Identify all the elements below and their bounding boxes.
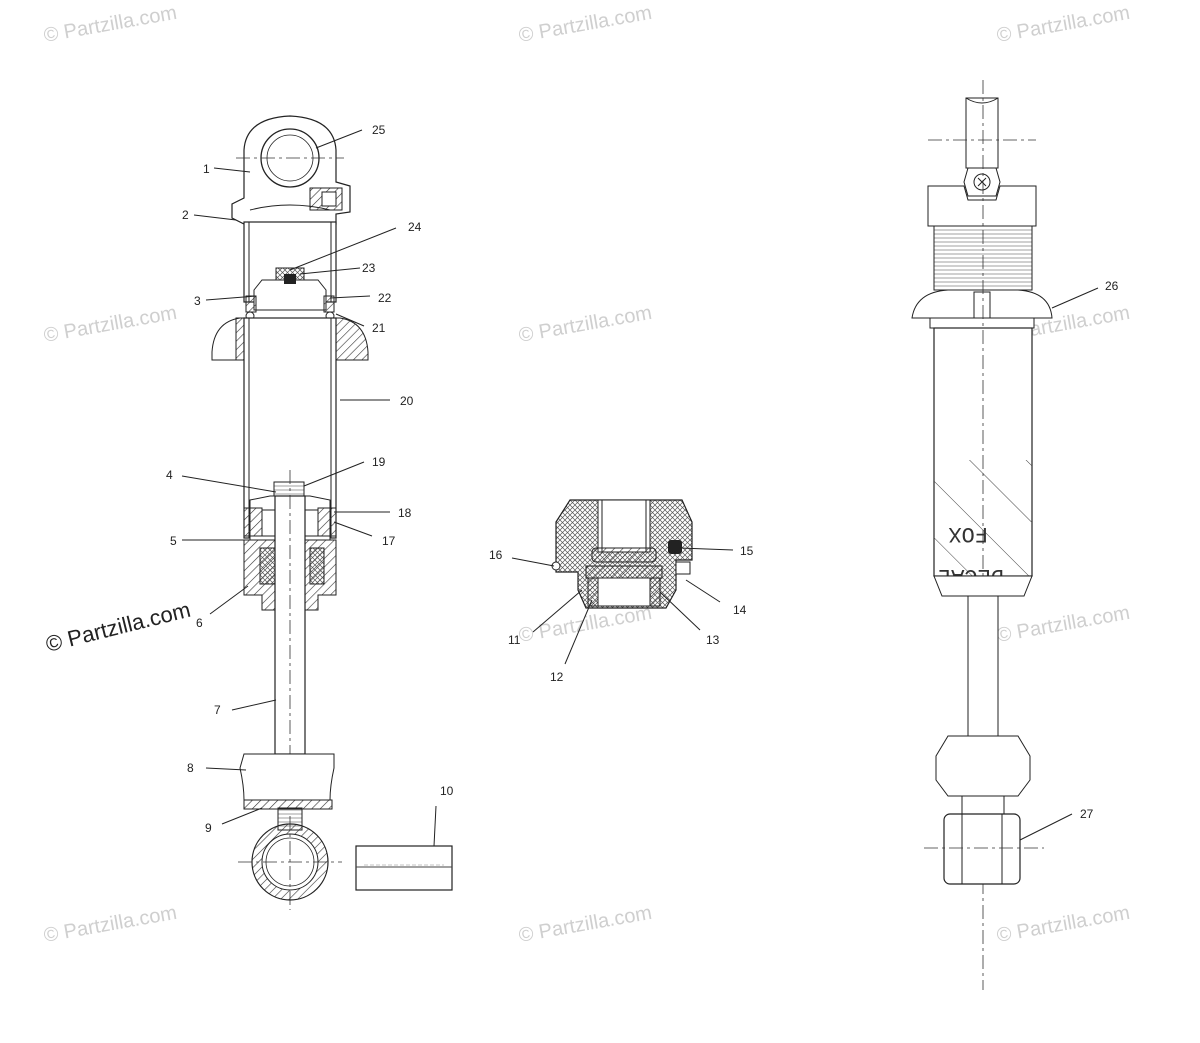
leader-lines — [181, 129, 1099, 847]
left-shock-cross-section — [211, 115, 369, 910]
watermark-text: © Partzilla.com — [995, 2, 1132, 47]
watermark-text: © Partzilla.com — [42, 302, 179, 347]
callout-21: 21 — [372, 321, 386, 335]
callout-26: 26 — [1105, 279, 1119, 293]
callout-27: 27 — [1080, 807, 1094, 821]
watermark-text: © Partzilla.com — [42, 2, 179, 47]
bottom-cap — [239, 753, 335, 801]
watermark-text: © Partzilla.com — [995, 602, 1132, 647]
callout-10: 10 — [440, 784, 454, 798]
callout-15: 15 — [740, 544, 754, 558]
callout-7: 7 — [214, 703, 221, 717]
watermark-text: © Partzilla.com — [42, 902, 179, 947]
callout-6: 6 — [196, 616, 203, 630]
watermark-text: © Partzilla.com — [517, 602, 654, 647]
callout-labels: 1 2 3 4 5 6 7 8 9 10 11 12 13 14 15 16 1… — [166, 123, 1119, 835]
callout-16: 16 — [489, 548, 503, 562]
watermark-text: © Partzilla.com — [517, 2, 654, 47]
watermark-text: © Partzilla.com — [517, 302, 654, 347]
callout-12: 12 — [550, 670, 564, 684]
callout-5: 5 — [170, 534, 177, 548]
callout-18: 18 — [398, 506, 412, 520]
decal-text-line2: FOX — [948, 521, 988, 546]
callout-13: 13 — [706, 633, 720, 647]
center-seal-head-detail — [551, 499, 693, 609]
bottom-eye-exterior — [943, 813, 1021, 885]
bushing-sleeve — [355, 845, 453, 891]
decal-area — [934, 460, 1032, 576]
callout-11: 11 — [508, 633, 521, 647]
callout-9: 9 — [205, 821, 212, 835]
callout-4: 4 — [166, 468, 173, 482]
callout-20: 20 — [400, 394, 414, 408]
floating-piston — [253, 279, 327, 311]
watermark-text: © Partzilla.com — [517, 902, 654, 947]
callout-23: 23 — [362, 261, 376, 275]
callout-14: 14 — [733, 603, 747, 617]
callout-25: 25 — [372, 123, 386, 137]
watermark-main-text: © Partzilla.com — [43, 597, 193, 657]
exterior-shaft — [967, 595, 999, 737]
callout-17: 17 — [382, 534, 396, 548]
callout-3: 3 — [194, 294, 201, 308]
callout-1: 1 — [203, 162, 210, 176]
callout-24: 24 — [408, 220, 422, 234]
callout-2: 2 — [182, 208, 189, 222]
watermark-text: © Partzilla.com — [995, 902, 1132, 947]
callout-19: 19 — [372, 455, 386, 469]
callout-8: 8 — [187, 761, 194, 775]
callout-22: 22 — [378, 291, 392, 305]
right-shock-external-view: DECAL FOX — [911, 80, 1053, 990]
